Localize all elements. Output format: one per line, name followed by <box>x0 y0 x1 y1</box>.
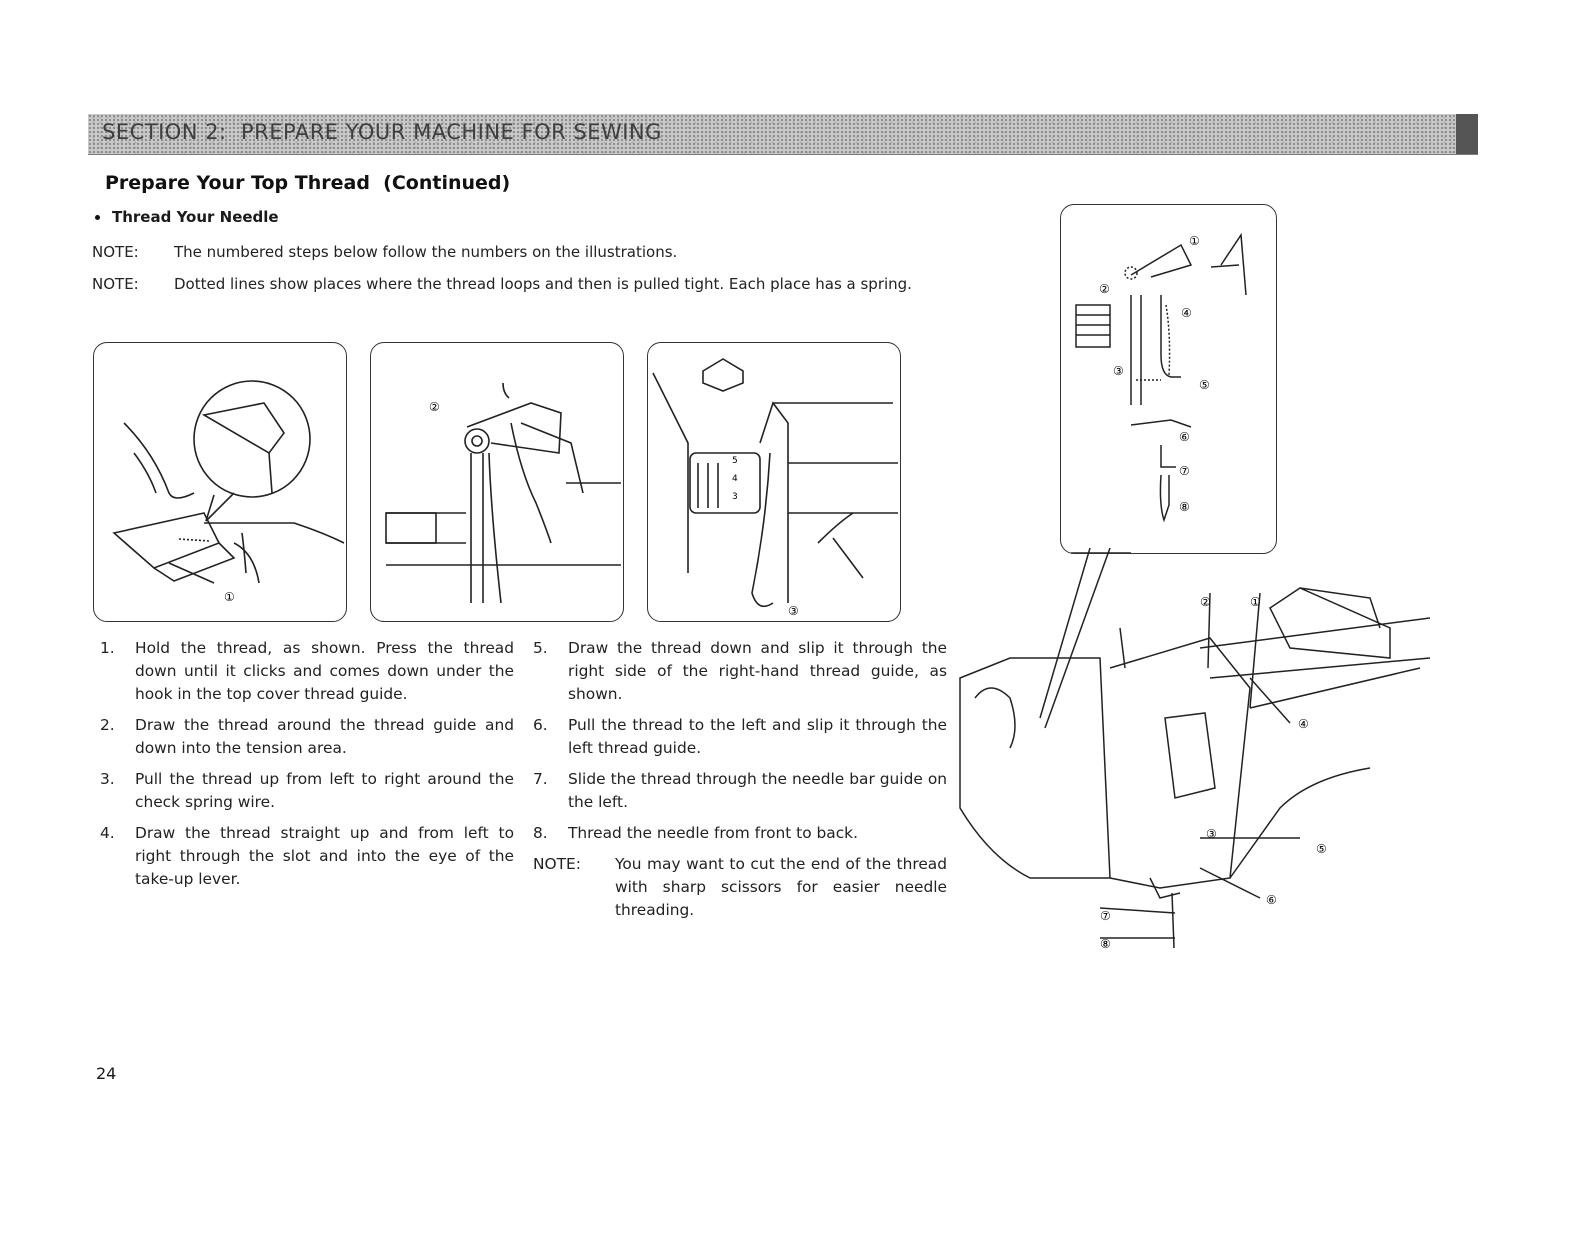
step-7-text: Slide the thread through the needle bar … <box>568 770 947 811</box>
machine-label-3: ③ <box>1206 827 1217 841</box>
steps-column-right: 5. Draw the thread down and slip it throu… <box>533 637 947 922</box>
note-1-label: NOTE: <box>92 243 139 261</box>
bullet-heading: Thread Your Needle <box>95 208 279 226</box>
thread-guide-drawing: ② <box>385 382 621 604</box>
threading-path-drawing: ① ② ④ ③ ⑤ ⑥ ⑦ ⑧ <box>1071 232 1247 553</box>
callout-label-6: ⑥ <box>1179 430 1190 444</box>
threading-path-callout: ① ② ④ ③ ⑤ ⑥ ⑦ ⑧ <box>1060 204 1277 554</box>
step-3: 3. Pull the thread up from left to right … <box>100 768 514 814</box>
note-2-label: NOTE: <box>92 275 139 293</box>
step-8-number: 8. <box>533 824 548 842</box>
bullet-heading-text: Thread Your Needle <box>112 208 279 226</box>
note-2-text: Dotted lines show places where the threa… <box>174 275 912 293</box>
step-6: 6. Pull the thread to the left and slip i… <box>533 714 947 760</box>
final-note-text: You may want to cut the end of the threa… <box>615 855 947 919</box>
final-note: NOTE: You may want to cut the end of the … <box>533 853 947 922</box>
step-7-number: 7. <box>533 770 548 788</box>
callout-label-2: ② <box>1099 282 1110 296</box>
note-1-text: The numbered steps below follow the numb… <box>174 243 678 261</box>
machine-label-5: ⑤ <box>1316 842 1327 856</box>
step-3-number: 3. <box>100 770 115 788</box>
final-note-label: NOTE: <box>533 855 581 873</box>
machine-label-6: ⑥ <box>1266 893 1277 907</box>
banner-tab <box>1456 114 1478 154</box>
dial-number-4: 4 <box>732 474 738 484</box>
machine-label-4: ④ <box>1298 717 1309 731</box>
callout-label-8: ⑧ <box>1179 500 1190 514</box>
illustration-panel-3: ③ 5 4 3 <box>647 342 901 622</box>
step-5-text: Draw the thread down and slip it through… <box>568 639 947 703</box>
step-5-number: 5. <box>533 639 548 657</box>
bullet-dot <box>95 215 100 220</box>
illustration-panel-2: ② <box>370 342 624 622</box>
step-4-number: 4. <box>100 824 115 842</box>
illustration-panel-1: ① <box>93 342 347 622</box>
step-2-text: Draw the thread around the thread guide … <box>135 716 514 757</box>
note-1: NOTE: The numbered steps below follow the… <box>92 243 677 261</box>
step-8: 8. Thread the needle from front to back. <box>533 822 947 845</box>
step-1-text: Hold the thread, as shown. Press the thr… <box>135 639 514 703</box>
panel-1-label: ① <box>224 590 235 604</box>
callout-label-3: ③ <box>1113 364 1124 378</box>
step-3-text: Pull the thread up from left to right ar… <box>135 770 514 811</box>
step-4-text: Draw the thread straight up and from lef… <box>135 824 514 888</box>
machine-label-7: ⑦ <box>1100 909 1111 923</box>
section-banner: SECTION 2: PREPARE YOUR MACHINE FOR SEWI… <box>88 114 1478 155</box>
callout-label-5: ⑤ <box>1199 378 1210 392</box>
panel-2-label: ② <box>429 400 440 414</box>
machine-label-2: ② <box>1200 595 1211 609</box>
sewing-machine-illustration: ② ① ④ ③ ⑤ ⑥ ⑦ ⑧ <box>950 548 1430 968</box>
step-2-number: 2. <box>100 716 115 734</box>
page-number: 24 <box>96 1064 117 1083</box>
step-6-number: 6. <box>533 716 548 734</box>
callout-label-4: ④ <box>1181 306 1192 320</box>
check-spring-drawing: ③ 5 4 3 <box>652 358 898 618</box>
callout-label-1: ① <box>1189 234 1200 248</box>
step-7: 7. Slide the thread through the needle ba… <box>533 768 947 814</box>
callout-label-7: ⑦ <box>1179 464 1190 478</box>
page-title: Prepare Your Top Thread (Continued) <box>105 172 511 194</box>
step-1: 1. Hold the thread, as shown. Press the t… <box>100 637 514 706</box>
machine-label-1: ① <box>1250 595 1261 609</box>
machine-label-8: ⑧ <box>1100 937 1111 951</box>
step-2: 2. Draw the thread around the thread guid… <box>100 714 514 760</box>
steps-column-left: 1. Hold the thread, as shown. Press the t… <box>100 637 514 899</box>
note-2: NOTE: Dotted lines show places where the … <box>92 275 912 293</box>
section-banner-text: SECTION 2: PREPARE YOUR MACHINE FOR SEWI… <box>102 120 662 144</box>
step-8-text: Thread the needle from front to back. <box>568 824 858 842</box>
step-5: 5. Draw the thread down and slip it throu… <box>533 637 947 706</box>
dial-number-3: 3 <box>732 492 738 502</box>
sewing-machine-drawing: ② ① ④ ③ ⑤ ⑥ ⑦ ⑧ <box>959 548 1430 951</box>
hand-pressing-thread-drawing: ① <box>112 380 345 604</box>
step-1-number: 1. <box>100 639 115 657</box>
step-6-text: Pull the thread to the left and slip it … <box>568 716 947 757</box>
step-4: 4. Draw the thread straight up and from l… <box>100 822 514 891</box>
dial-number-5: 5 <box>732 456 738 466</box>
panel-3-label: ③ <box>788 604 799 618</box>
